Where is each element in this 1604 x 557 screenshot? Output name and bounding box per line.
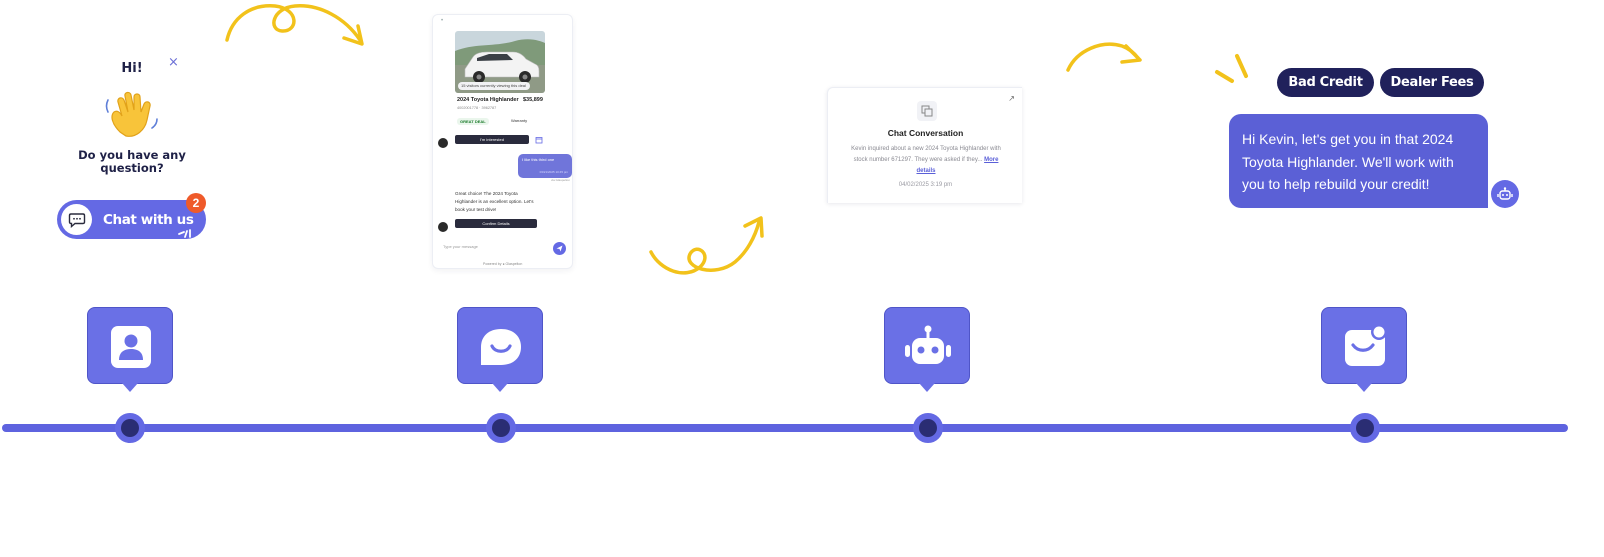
avatar	[438, 138, 448, 148]
copy-icon	[917, 101, 937, 121]
chip-bad-credit[interactable]: Bad Credit	[1277, 68, 1374, 97]
user-message-text: I like this third one	[522, 157, 555, 162]
arrow-icon	[1066, 42, 1142, 72]
timeline-node[interactable]	[486, 413, 516, 443]
powered-by: Powered by ● Glaspelton	[483, 262, 523, 266]
card-body: Kevin inquired about a new 2024 Toyota H…	[846, 144, 1006, 177]
mail-notification-icon	[1345, 324, 1387, 366]
chip-dealer-fees[interactable]: Dealer Fees	[1380, 68, 1484, 97]
bot-reply: Great choice! The 2024 Toyota Highlander…	[455, 191, 534, 212]
contact-card-icon	[111, 326, 151, 368]
calendar-icon[interactable]	[535, 136, 543, 144]
card-title: Chat Conversation	[887, 128, 964, 138]
great-deal-tag: GREAT DEAL	[457, 118, 489, 125]
expand-icon[interactable]: ↗	[1008, 94, 1015, 103]
smile-chat-icon	[481, 329, 521, 365]
question-text: Do you have any question?	[78, 148, 186, 175]
chat-with-us-button[interactable]: Chat with us	[57, 200, 206, 239]
card-date: 04/02/2025 3:19 pm	[898, 182, 953, 188]
user-message-time: 03/21/2025 10:45 pm	[539, 170, 568, 174]
viewers-caption: 15 visitors currently viewing this deal	[458, 82, 530, 90]
car-stock-info: 4002001778 · 3962787	[457, 106, 497, 110]
message-input[interactable]: Type your message	[443, 244, 478, 249]
close-icon[interactable]: ×	[168, 55, 179, 70]
timeline-track	[2, 424, 1568, 432]
status-dot-icon: •	[441, 18, 444, 24]
user-message: I like this third one 03/21/2025 10:45 p…	[518, 154, 572, 178]
timeline-step-bot[interactable]	[884, 307, 970, 392]
warranty-tag: Warranty	[511, 118, 528, 123]
click-sparkle-icon	[178, 229, 191, 238]
timeline-node[interactable]	[1350, 413, 1380, 443]
waving-hand-icon	[105, 91, 158, 137]
curly-arrow-icon	[225, 4, 364, 46]
sparkle-lines-icon	[1215, 54, 1248, 83]
chat-button-label: Chat with us	[103, 211, 194, 228]
interested-button[interactable]: I'm interested	[455, 135, 529, 144]
bot-avatar	[1491, 180, 1519, 208]
avatar	[438, 222, 448, 232]
car-name: 2024 Toyota Highlander	[457, 97, 519, 103]
timeline-step-contact[interactable]	[87, 307, 173, 392]
notification-badge: 2	[186, 193, 206, 213]
curly-arrow-icon	[649, 216, 764, 275]
timeline-step-mail[interactable]	[1321, 307, 1407, 392]
chat-phone-mockup: • 15 visitors currently viewing this dea…	[432, 14, 573, 269]
bot-message: Hi Kevin, let's get you in that 2024 Toy…	[1229, 114, 1488, 208]
timeline-node[interactable]	[913, 413, 943, 443]
chat-conversation-card: ↗ Chat Conversation Kevin inquired about…	[827, 87, 1022, 203]
send-icon[interactable]	[553, 242, 566, 255]
car-price: $35,899	[523, 97, 543, 103]
greeting-title: Hi!	[121, 61, 143, 76]
chat-bubble-icon	[61, 204, 92, 235]
confirm-details-button[interactable]: Confirm Details	[455, 219, 537, 228]
read-receipt: via Glaspelton	[551, 178, 571, 182]
timeline-node[interactable]	[115, 413, 145, 443]
more-details-link[interactable]: More details	[916, 157, 999, 174]
timeline-step-chat[interactable]	[457, 307, 543, 392]
robot-icon	[1497, 187, 1513, 200]
card-summary: Kevin inquired about a new 2024 Toyota H…	[851, 146, 1001, 163]
robot-icon	[905, 325, 951, 364]
